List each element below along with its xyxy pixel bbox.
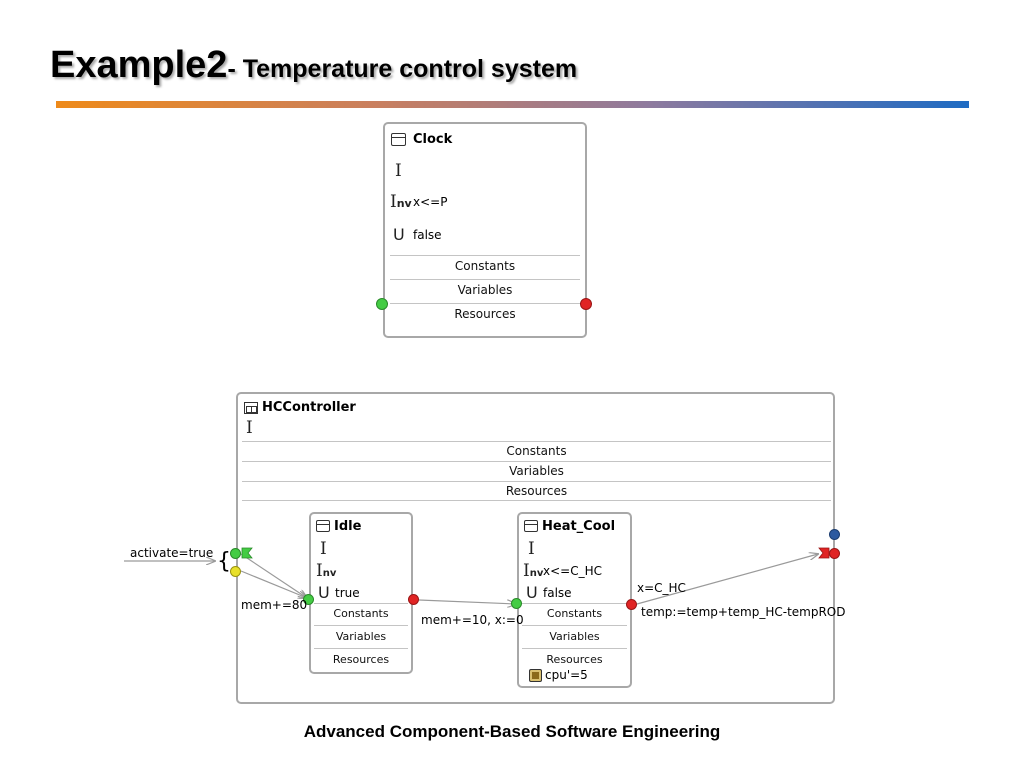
- init-edge-yellow: [240, 570, 307, 598]
- idle-resources[interactable]: Resources: [314, 648, 408, 670]
- window-icon: [524, 520, 538, 532]
- initial-icon: I: [528, 539, 535, 559]
- invariant-icon: Inv: [316, 563, 336, 582]
- idle-variables[interactable]: Variables: [314, 625, 408, 648]
- hc-resources[interactable]: Resources: [242, 481, 831, 501]
- guard-label: x=C_HC: [637, 581, 686, 595]
- clock-resources[interactable]: Resources: [390, 303, 580, 327]
- clock-urgent-value: false: [413, 228, 442, 242]
- hc-exit-port[interactable]: [829, 548, 840, 559]
- invariant-icon: Inv: [390, 194, 412, 212]
- heat-cool-constants[interactable]: Constants: [522, 603, 627, 625]
- exit-flag-icon: [818, 547, 830, 559]
- heat-to-exit-edge: [636, 554, 818, 605]
- idle-constants[interactable]: Constants: [314, 603, 408, 625]
- hc-constants[interactable]: Constants: [242, 441, 831, 461]
- idle-mode[interactable]: Idle I Inv U true Constants Variables Re…: [309, 512, 413, 674]
- clock-variables[interactable]: Variables: [390, 279, 580, 303]
- inv-nv: nv: [396, 197, 412, 210]
- clock-name: Clock: [413, 132, 453, 147]
- initial-icon: I: [246, 418, 253, 438]
- idle-name: Idle: [334, 519, 362, 534]
- entry-flag-icon: [241, 547, 253, 559]
- urgent-icon: U: [318, 583, 330, 602]
- window-icon: [316, 520, 330, 532]
- inv-i: I: [390, 192, 397, 212]
- heat-cool-variables[interactable]: Variables: [522, 625, 627, 648]
- clock-component[interactable]: Clock I Inv x<=P U false Constants Varia…: [383, 122, 587, 338]
- inv-i: I: [316, 561, 323, 581]
- inv-nv: nv: [529, 568, 544, 579]
- init-edge-green: [240, 553, 307, 598]
- window-icon: [391, 133, 406, 146]
- urgent-icon: U: [393, 225, 405, 244]
- activate-label: activate=true: [130, 546, 214, 560]
- hccontroller-name: HCController: [262, 400, 356, 415]
- slide-footer: Advanced Component-Based Software Engine…: [303, 722, 721, 741]
- cpu-chip-icon: [529, 669, 542, 682]
- init-brace: {: [217, 549, 231, 574]
- initial-icon: I: [395, 161, 402, 181]
- clock-out-port[interactable]: [580, 298, 592, 310]
- mem10-label: mem+=10, x:=0: [421, 613, 524, 627]
- urgent-icon: U: [526, 583, 538, 602]
- hc-exit-port-blue[interactable]: [829, 529, 840, 540]
- heat-cool-in-port[interactable]: [511, 598, 522, 609]
- hc-variables[interactable]: Variables: [242, 461, 831, 481]
- hc-entry-port-yellow[interactable]: [230, 566, 241, 577]
- clock-in-port[interactable]: [376, 298, 388, 310]
- composite-icon: [244, 402, 258, 414]
- heat-cool-urgent-value: false: [543, 586, 572, 600]
- idle-in-port[interactable]: [303, 594, 314, 605]
- heat-cool-out-port[interactable]: [626, 599, 637, 610]
- title-gradient-rule: [56, 101, 969, 108]
- initial-icon: I: [320, 539, 327, 559]
- hc-entry-port[interactable]: [230, 548, 241, 559]
- heat-cool-resources[interactable]: Resources: [522, 648, 627, 670]
- heat-cool-mode[interactable]: Heat_Cool I Inv x<=C_HC U false Constant…: [517, 512, 632, 688]
- invariant-icon: Inv: [523, 563, 543, 582]
- clock-constants[interactable]: Constants: [390, 255, 580, 279]
- clock-invariant: x<=P: [413, 195, 448, 209]
- idle-urgent-value: true: [335, 586, 360, 600]
- heat-cool-resource-value: cpu'=5: [545, 668, 588, 682]
- heat-cool-invariant: x<=C_HC: [543, 564, 602, 578]
- title-main: Example2: [50, 44, 228, 86]
- idle-out-port[interactable]: [408, 594, 419, 605]
- idle-to-heat-edge: [418, 599, 516, 604]
- inv-nv: nv: [322, 568, 337, 579]
- heat-cool-name: Heat_Cool: [542, 519, 616, 534]
- mem80-label: mem+=80: [241, 598, 308, 612]
- title-sub: - Temperature control system: [227, 55, 578, 83]
- slide-title: Example2- Temperature control system: [50, 44, 577, 87]
- inv-i: I: [523, 561, 530, 581]
- update-label: temp:=temp+temp_HC-tempROD: [641, 605, 846, 619]
